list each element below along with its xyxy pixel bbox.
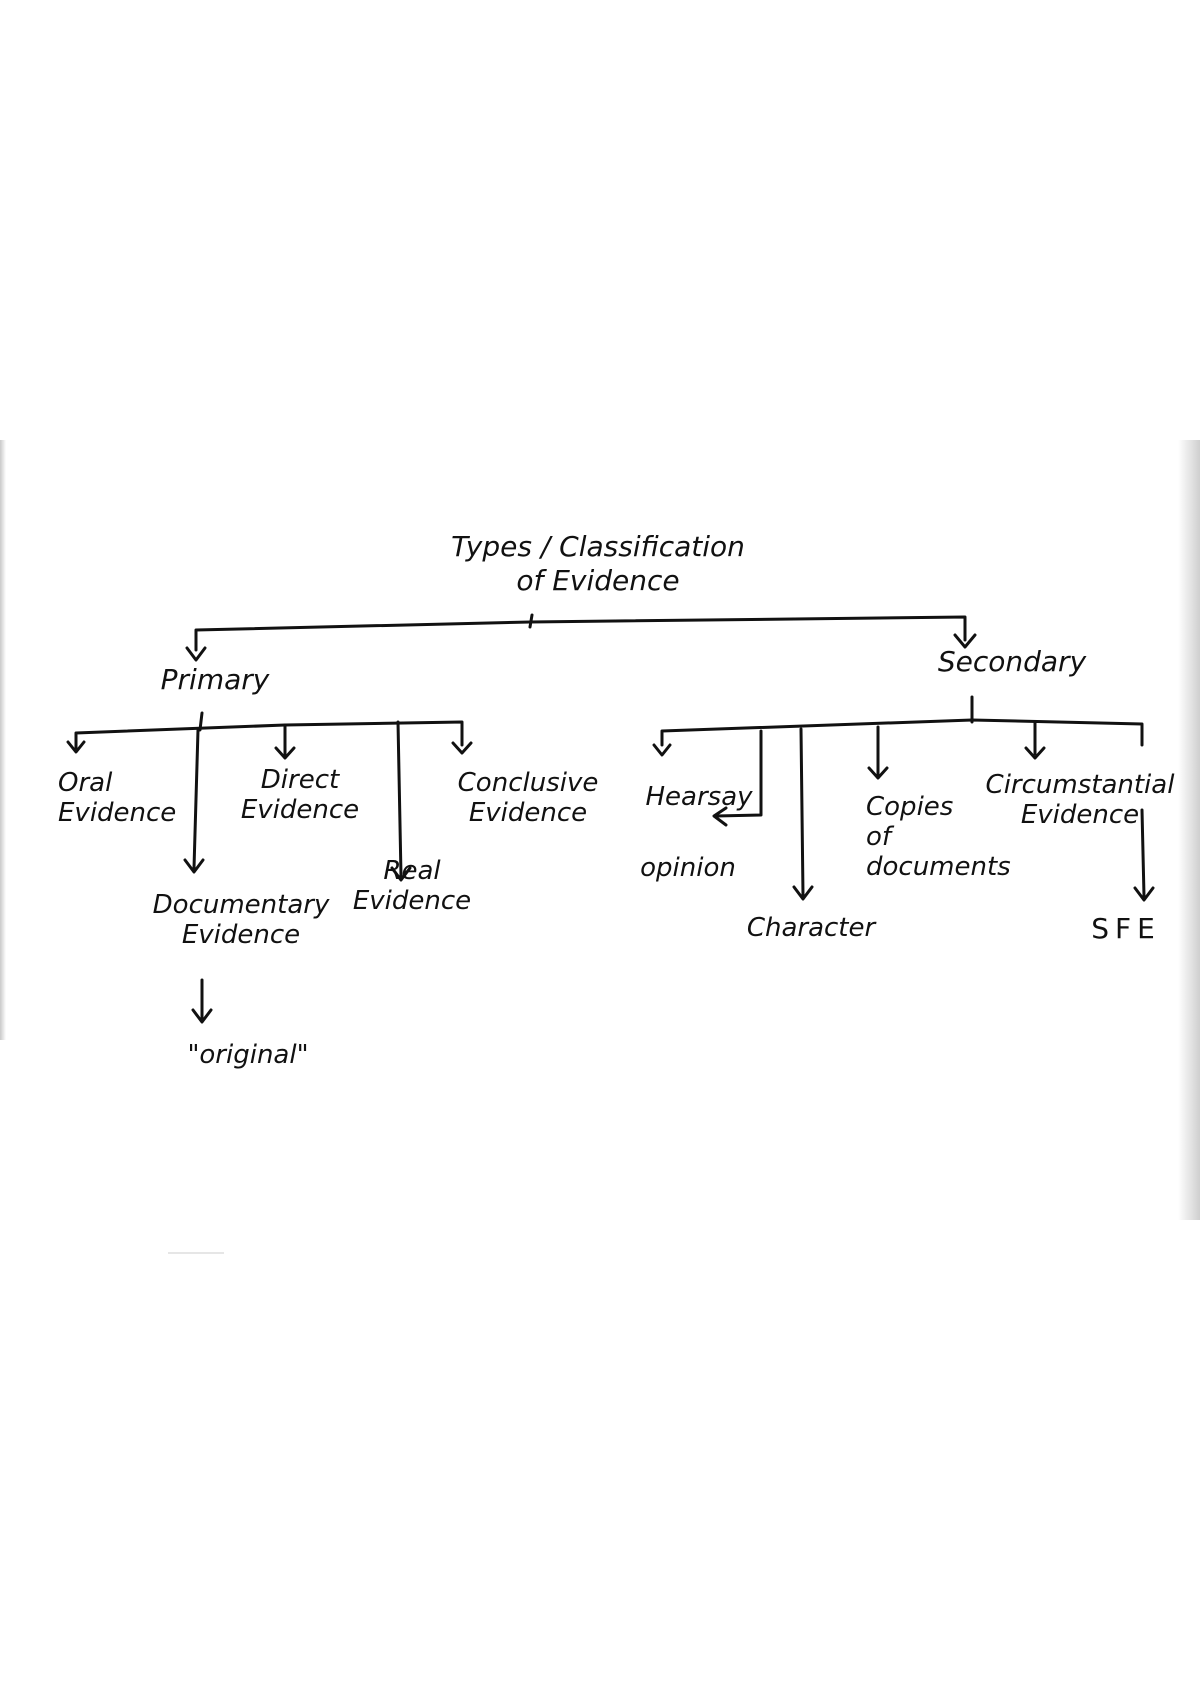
direct-evidence-label: Direct Evidence <box>240 765 360 825</box>
root-branch-line <box>194 615 967 652</box>
arrow-to-character <box>792 885 814 901</box>
arrow-to-conclusive <box>451 741 473 755</box>
line-to-character <box>799 727 805 897</box>
line-to-documentary <box>192 728 200 870</box>
arrow-to-documentary <box>183 858 205 874</box>
line-to-real <box>396 720 403 878</box>
secondary-node-label: Secondary <box>937 645 1087 678</box>
faint-pencil-mark <box>168 1252 224 1254</box>
arrow-to-secondary <box>953 633 977 649</box>
primary-branch-line <box>74 720 464 750</box>
arrow-to-opinion <box>712 806 728 827</box>
line-to-sfe <box>1140 808 1146 898</box>
real-evidence-label: Real Evidence <box>352 856 472 916</box>
sfe-label: SFE <box>1091 912 1161 945</box>
paper-edge-shadow-right <box>1178 440 1200 1220</box>
arrow-to-direct <box>274 746 296 760</box>
arrow-to-real <box>390 866 412 882</box>
circumstantial-evidence-label: Circumstantial Evidence <box>985 770 1175 830</box>
root-node-label: Types / Classification of Evidence <box>451 530 745 597</box>
line-to-hearsay-child <box>714 729 763 818</box>
arrow-to-oral <box>66 740 86 754</box>
paper-edge-shadow-left <box>0 440 6 1040</box>
arrow-to-sfe <box>1133 886 1155 902</box>
arrow-to-primary <box>185 646 207 662</box>
secondary-branch-line <box>660 718 1144 747</box>
arrow-to-copies <box>867 766 889 780</box>
copies-of-documents-label: Copies of documents <box>866 792 1011 882</box>
arrow-to-original <box>191 1008 213 1024</box>
arrow-to-hearsay <box>652 743 672 757</box>
opinion-label: opinion <box>640 853 736 883</box>
primary-node-label: Primary <box>160 663 270 696</box>
original-label: "original" <box>187 1040 309 1070</box>
oral-evidence-label: Oral Evidence <box>58 768 177 828</box>
character-label: Character <box>746 913 876 943</box>
documentary-evidence-label: Documentary Evidence <box>152 890 330 950</box>
hearsay-label: Hearsay <box>645 782 753 812</box>
conclusive-evidence-label: Conclusive Evidence <box>457 768 599 828</box>
arrow-to-circumstantial <box>1024 746 1046 760</box>
